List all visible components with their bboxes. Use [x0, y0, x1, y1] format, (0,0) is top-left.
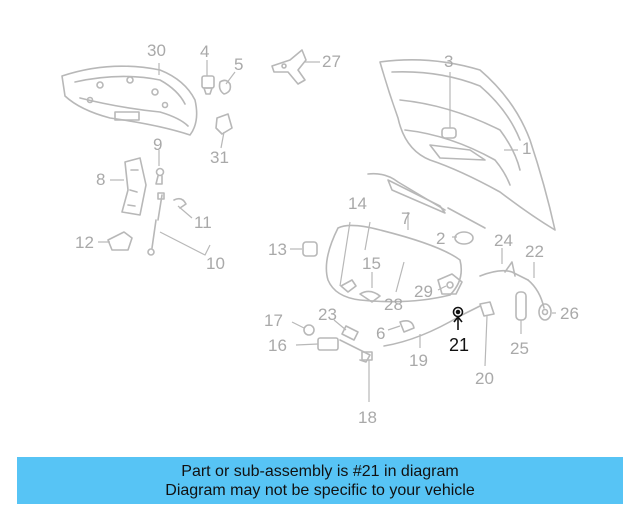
part-label-27: 27 — [322, 52, 341, 71]
clip-part-17 — [303, 324, 315, 336]
part-label-15: 15 — [362, 254, 381, 273]
clip-part-6 — [399, 320, 415, 333]
clip-part-4 — [201, 75, 215, 95]
part-label-25: 25 — [510, 339, 529, 358]
part-label-20: 20 — [475, 369, 494, 388]
release-cable — [325, 224, 463, 303]
part-label-18: 18 — [358, 408, 377, 427]
part-label-29: 29 — [414, 282, 433, 301]
hood-insulation-pad — [61, 65, 198, 136]
part-label-13: 13 — [268, 240, 287, 259]
bracket-part-20 — [479, 301, 495, 317]
banner-line-disclaimer: Diagram may not be specific to your vehi… — [165, 482, 475, 499]
part-label-28: 28 — [384, 295, 403, 314]
part-label-31: 31 — [210, 148, 229, 167]
part-label-3: 3 — [444, 52, 454, 71]
part-label-30: 30 — [147, 41, 166, 60]
part-label-2: 2 — [436, 229, 446, 248]
info-banner: Part or sub-assembly is #21 in diagram D… — [17, 457, 623, 504]
hood-latch — [437, 273, 463, 295]
bumper-part-13 — [302, 241, 318, 257]
part-label-7: 7 — [401, 209, 411, 228]
part-label-19: 19 — [409, 351, 428, 370]
hood-panel — [379, 59, 556, 231]
part-label-11: 11 — [194, 213, 212, 232]
banner-line-part: Part or sub-assembly is #21 in diagram — [181, 463, 459, 480]
release-handle — [515, 291, 527, 321]
ball-stud — [155, 167, 165, 185]
part-label-22: 22 — [525, 242, 544, 261]
bumper-part-2 — [454, 231, 474, 245]
part-label-5: 5 — [234, 55, 244, 74]
hood-seal — [367, 172, 486, 229]
cover-part-16 — [317, 337, 339, 351]
part-label-24: 24 — [494, 231, 513, 250]
clip-part-11 — [173, 197, 187, 209]
part-label-8: 8 — [96, 170, 106, 189]
grommet-part-26 — [538, 303, 552, 321]
clip-part-5 — [218, 79, 232, 95]
lever-part-23 — [341, 325, 359, 341]
part-label-1: 1 — [522, 139, 532, 158]
hood-hinge — [271, 49, 307, 85]
part-label-21: 21 — [449, 335, 470, 355]
highlighted-part-21 — [452, 306, 464, 330]
bracket-part-12 — [107, 231, 133, 251]
part-label-10: 10 — [206, 254, 225, 273]
part-label-26: 26 — [560, 304, 579, 323]
part-label-14: 14 — [348, 194, 367, 213]
bracket-part-8 — [121, 157, 147, 216]
part-label-23: 23 — [318, 305, 337, 324]
part-label-17: 17 — [264, 311, 283, 330]
part-label-4: 4 — [200, 42, 210, 61]
part-label-9: 9 — [153, 135, 163, 154]
part-label-6: 6 — [376, 324, 386, 343]
bracket-part-31 — [215, 113, 233, 135]
part-label-12: 12 — [75, 233, 94, 252]
parts-diagram — [61, 49, 556, 402]
rod-part-18 — [339, 339, 373, 363]
part-label-16: 16 — [268, 336, 287, 355]
hood-strut — [147, 192, 165, 256]
